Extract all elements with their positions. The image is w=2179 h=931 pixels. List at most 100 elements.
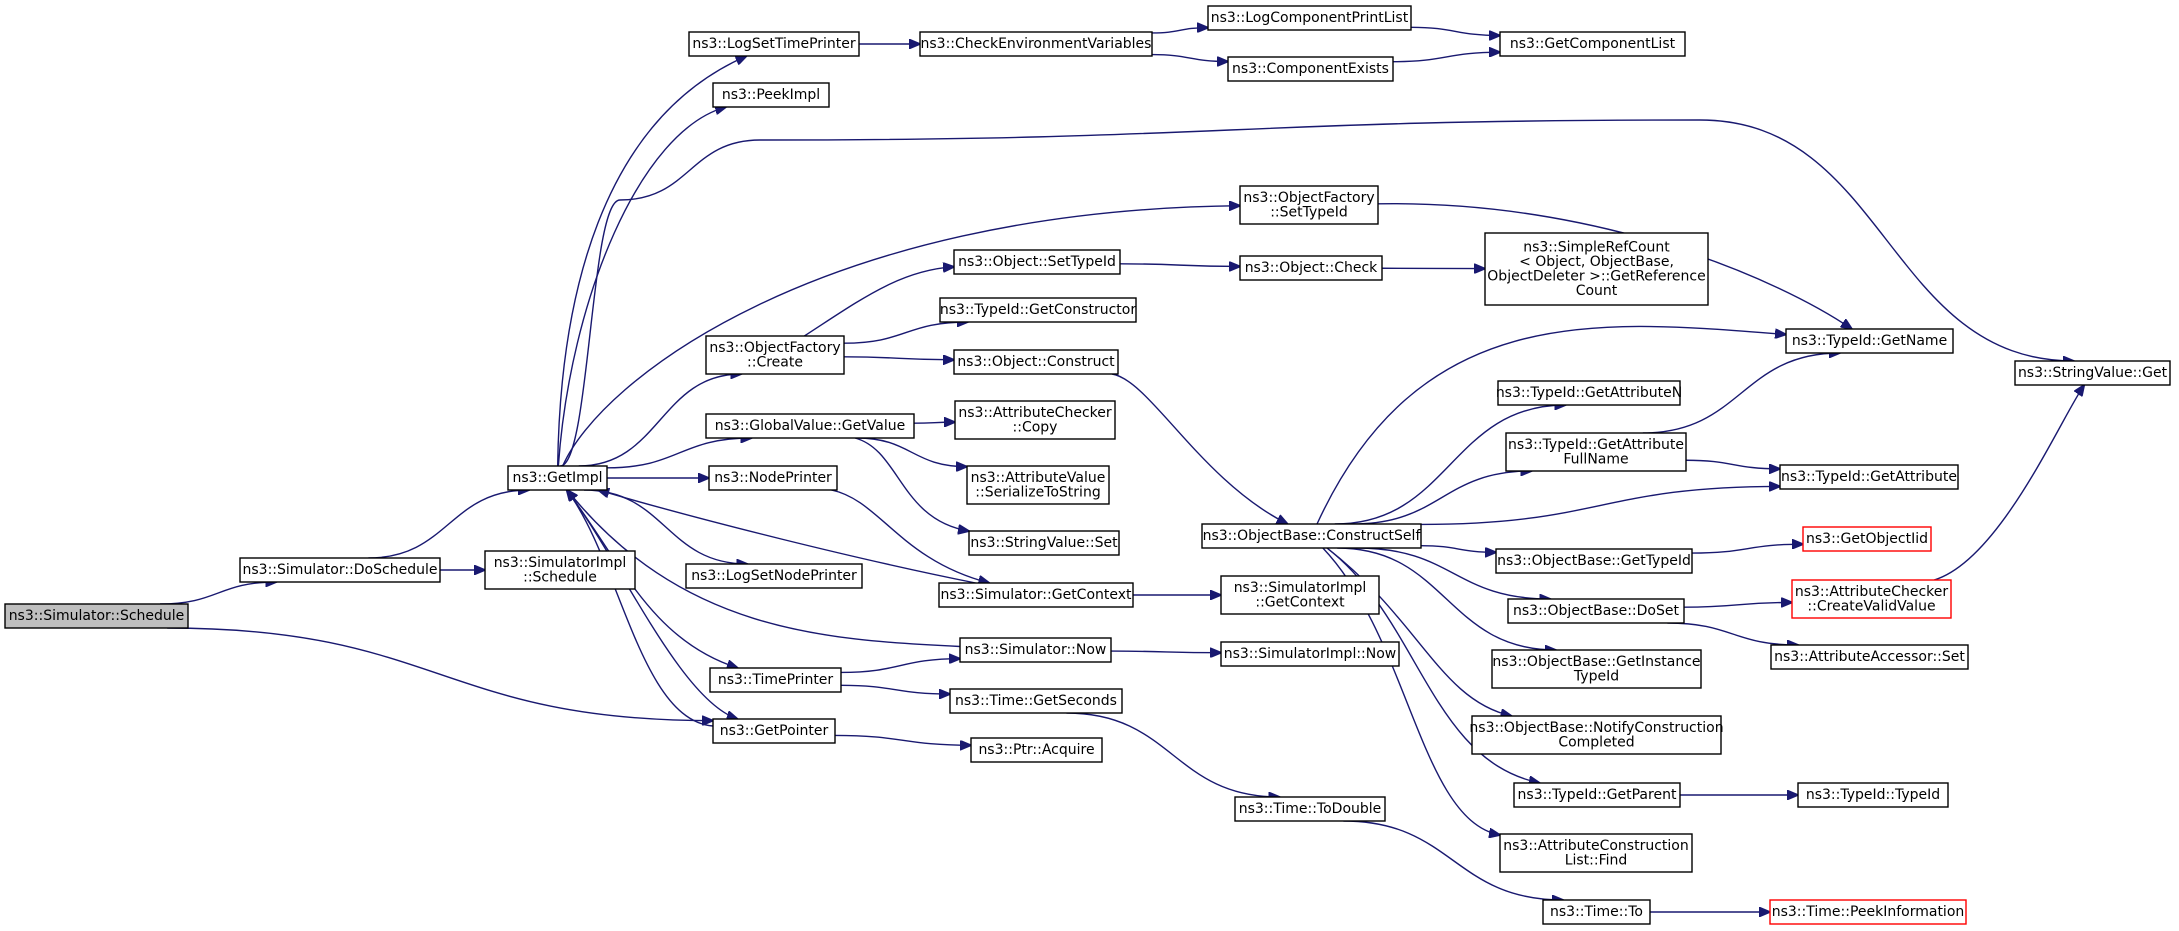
node-sim_now[interactable]: ns3::Simulator::Now: [959, 637, 1112, 663]
node-getpointer[interactable]: ns3::GetPointer: [712, 718, 836, 744]
edge-path: [1110, 651, 1221, 653]
node-logsettimeprinter[interactable]: ns3::LogSetTimePrinter: [688, 31, 860, 57]
node-ob_notify[interactable]: ns3::ObjectBase::NotifyConstructionCompl…: [1469, 715, 1724, 755]
node-ob_gettypeid[interactable]: ns3::ObjectBase::GetTypeId: [1495, 548, 1693, 574]
node-box: [1542, 899, 1651, 925]
edge-path: [1410, 26, 1500, 35]
node-logcompprintlist[interactable]: ns3::LogComponentPrintList: [1207, 5, 1412, 31]
node-label: ns3::Simulator::GetContext: [940, 587, 1132, 603]
node-time_todouble[interactable]: ns3::Time::ToDouble: [1234, 796, 1386, 822]
node-sv_get[interactable]: ns3::StringValue::Get: [2014, 360, 2171, 386]
node-box: [2014, 360, 2171, 386]
edge-path: [913, 422, 955, 423]
node-label: ns3::TypeId::GetAttributeN: [1496, 385, 1682, 401]
node-obj_settypeid[interactable]: ns3::Object::SetTypeId: [953, 249, 1121, 275]
edge-path: [856, 437, 967, 467]
node-aa_set[interactable]: ns3::AttributeAccessor::Set: [1770, 644, 1969, 670]
node-ob_doset[interactable]: ns3::ObjectBase::DoSet: [1507, 598, 1685, 624]
node-typeid_typeid[interactable]: ns3::TypeId::TypeId: [1797, 782, 1949, 808]
node-box: [712, 82, 830, 108]
node-ac_copy[interactable]: ns3::AttributeChecker::Copy: [954, 400, 1116, 440]
node-label: ns3::TimePrinter: [718, 672, 834, 688]
node-box: [708, 465, 838, 491]
edge-gv_getvalue-to-ac_copy: [913, 422, 955, 423]
edge-path: [1111, 373, 1288, 524]
edge-ob_constructself-to-typeid_getattrfullname: [1352, 471, 1532, 525]
node-label: Completed: [1558, 734, 1634, 750]
node-label: ns3::GetObjectIid: [1806, 531, 1928, 547]
edge-nodeprinter-to-sim_getcontext: [831, 489, 989, 583]
edge-path: [1066, 712, 1279, 797]
node-doschedule[interactable]: ns3::Simulator::DoSchedule: [239, 557, 441, 583]
edge-gv_getvalue-to-sv_set: [854, 437, 969, 531]
node-box: [966, 465, 1110, 505]
node-label: ns3::ObjectFactory: [1243, 190, 1374, 206]
node-label: ns3::SimpleRefCount: [1523, 239, 1670, 255]
node-box: [938, 582, 1134, 608]
node-ptr_acquire[interactable]: ns3::Ptr::Acquire: [970, 737, 1103, 763]
node-sv_set[interactable]: ns3::StringValue::Set: [968, 530, 1120, 556]
node-label: ns3::AttributeChecker: [1795, 584, 1949, 600]
node-typeid_getparent[interactable]: ns3::TypeId::GetParent: [1513, 782, 1681, 808]
node-typeid_getconstructor[interactable]: ns3::TypeId::GetConstructor: [939, 297, 1137, 323]
node-box: [1484, 232, 1709, 306]
node-getobjectiid[interactable]: ns3::GetObjectIid: [1802, 526, 1932, 552]
node-checkenv[interactable]: ns3::CheckEnvironmentVariables: [919, 31, 1153, 57]
node-box: [709, 667, 842, 693]
edge-getimpl-to-of_create: [578, 374, 742, 467]
node-peekimpl[interactable]: ns3::PeekImpl: [712, 82, 830, 108]
node-label: FullName: [1563, 451, 1628, 467]
node-sim_getcontext[interactable]: ns3::Simulator::GetContext: [938, 582, 1134, 608]
node-label: ::Create: [747, 354, 803, 370]
edge-path: [1392, 52, 1500, 63]
node-box: [1505, 432, 1687, 472]
node-timeprinter[interactable]: ns3::TimePrinter: [709, 667, 842, 693]
node-ac_createvalid[interactable]: ns3::AttributeChecker::CreateValidValue: [1791, 579, 1952, 619]
node-time_getseconds[interactable]: ns3::Time::GetSeconds: [949, 688, 1123, 714]
node-av_serialize[interactable]: ns3::AttributeValue::SerializeToString: [966, 465, 1110, 505]
node-box: [1220, 641, 1400, 667]
node-box: [954, 400, 1116, 440]
node-typeid_getattribute[interactable]: ns3::TypeId::GetAttribute: [1779, 464, 1959, 490]
node-getimpl[interactable]: ns3::GetImpl: [507, 465, 608, 491]
edge-path: [1933, 385, 2084, 581]
node-logsetnodeprinter[interactable]: ns3::LogSetNodePrinter: [685, 563, 863, 589]
node-getcomplist[interactable]: ns3::GetComponentList: [1499, 31, 1686, 57]
edge-schedule-to-getpointer: [167, 627, 713, 721]
node-nodeprinter[interactable]: ns3::NodePrinter: [708, 465, 838, 491]
node-simimpl_now[interactable]: ns3::SimulatorImpl::Now: [1220, 641, 1400, 667]
node-time_to[interactable]: ns3::Time::To: [1542, 899, 1651, 925]
node-compexists[interactable]: ns3::ComponentExists: [1227, 56, 1394, 82]
node-obj_construct[interactable]: ns3::Object::Construct: [953, 349, 1119, 375]
edge-sim_now-to-simimpl_now: [1110, 651, 1221, 653]
node-label: ns3::ObjectBase::NotifyConstruction: [1469, 720, 1723, 736]
edge-path: [578, 374, 742, 467]
node-simplerefcount[interactable]: ns3::SimpleRefCount< Object, ObjectBase,…: [1484, 232, 1709, 306]
edge-timeprinter-to-sim_now: [840, 659, 960, 674]
node-of_settypeid[interactable]: ns3::ObjectFactory::SetTypeId: [1239, 185, 1379, 225]
node-simimpl_getcontext[interactable]: ns3::SimulatorImpl::GetContext: [1220, 575, 1380, 615]
edge-path: [1691, 544, 1803, 554]
edge-path: [167, 627, 713, 721]
node-simimpl_schedule[interactable]: ns3::SimulatorImpl::Schedule: [484, 550, 636, 590]
node-typeid_getattributen[interactable]: ns3::TypeId::GetAttributeN: [1496, 380, 1682, 406]
node-typeid_getname[interactable]: ns3::TypeId::GetName: [1785, 328, 1954, 354]
edge-path: [567, 490, 714, 727]
node-label: ns3::LogSetTimePrinter: [692, 36, 856, 52]
node-label: ns3::ObjectBase::ConstructSelf: [1203, 528, 1422, 544]
edge-getpointer-to-getimpl: [567, 490, 714, 727]
node-box: [1220, 575, 1380, 615]
edge-path: [562, 206, 1240, 467]
edge-time_getseconds-to-time_todouble: [1066, 712, 1279, 797]
node-of_create[interactable]: ns3::ObjectFactory::Create: [705, 335, 845, 375]
node-time_peekinfo[interactable]: ns3::Time::PeekInformation: [1769, 899, 1967, 925]
node-obj_check[interactable]: ns3::Object::Check: [1239, 255, 1383, 281]
node-label: ns3::GlobalValue::GetValue: [715, 418, 905, 434]
edge-path: [1352, 471, 1532, 525]
node-ob_constructself[interactable]: ns3::ObjectBase::ConstructSelf: [1201, 523, 1422, 549]
node-gv_getvalue[interactable]: ns3::GlobalValue::GetValue: [705, 413, 915, 439]
node-box: [705, 413, 915, 439]
